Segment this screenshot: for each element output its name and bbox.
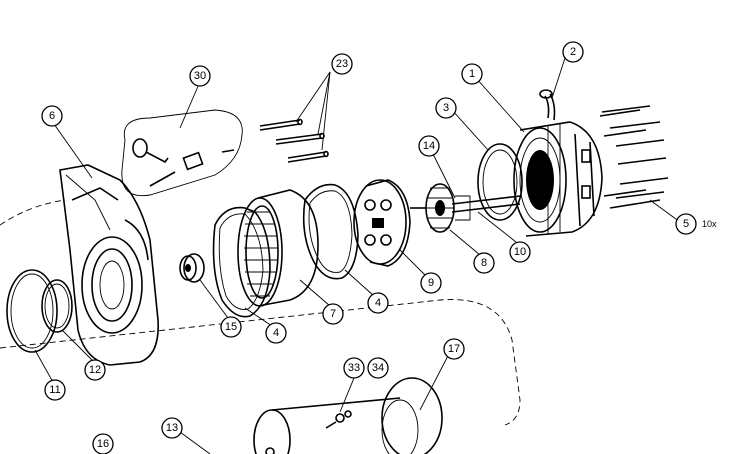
callout-1: 1 xyxy=(461,63,483,85)
callout-16: 16 xyxy=(92,433,114,454)
svg-text:30: 30 xyxy=(194,70,206,82)
callout-12: 12 xyxy=(84,359,106,381)
callout-33: 33 xyxy=(343,357,365,379)
callout-17: 17 xyxy=(443,338,465,360)
dashed-region-lower xyxy=(0,299,521,426)
part-4-gasket-left xyxy=(212,206,271,318)
svg-text:1: 1 xyxy=(469,68,475,80)
svg-text:2: 2 xyxy=(570,46,576,58)
svg-text:5: 5 xyxy=(683,218,689,230)
part-1-motor xyxy=(513,121,603,237)
callout-4-right: 4 xyxy=(367,292,389,314)
part-8-sun-gear xyxy=(410,183,455,233)
svg-text:13: 13 xyxy=(166,422,178,434)
svg-text:17: 17 xyxy=(448,343,460,355)
part-30-group-outline xyxy=(121,109,243,197)
svg-text:12: 12 xyxy=(89,364,101,376)
callout-30: 30 xyxy=(189,65,211,87)
svg-text:6: 6 xyxy=(49,110,55,122)
svg-text:4: 4 xyxy=(273,327,279,339)
callout-3: 3 xyxy=(435,97,457,119)
svg-text:34: 34 xyxy=(372,362,384,374)
callout-11: 11 xyxy=(44,379,66,401)
callout-6: 6 xyxy=(41,105,63,127)
svg-text:33: 33 xyxy=(348,362,360,374)
part-11-ring xyxy=(6,269,58,353)
part-30-hardware xyxy=(132,138,235,187)
part-17-flange xyxy=(381,377,443,454)
svg-text:11: 11 xyxy=(49,384,60,396)
callout-7: 7 xyxy=(322,303,344,325)
part-9-planet-carrier xyxy=(353,179,411,267)
callout-15: 15 xyxy=(220,316,242,338)
svg-text:15: 15 xyxy=(225,321,237,333)
part-12-ring xyxy=(41,279,73,333)
svg-text:14: 14 xyxy=(423,140,435,152)
callout-2: 2 xyxy=(562,41,584,63)
part-3-seal-ring xyxy=(477,143,523,221)
part-14-shaft xyxy=(451,195,521,213)
svg-text:23: 23 xyxy=(336,58,348,70)
svg-text:16: 16 xyxy=(97,438,109,450)
callout-34: 34 xyxy=(367,357,389,379)
svg-text:7: 7 xyxy=(330,308,336,320)
qty-note-10x: 10x xyxy=(702,219,717,229)
callout-23: 23 xyxy=(331,53,353,75)
part-33-34-hardware xyxy=(325,410,352,429)
dashed-region-upper-left xyxy=(0,199,66,226)
leader-lines xyxy=(34,57,681,454)
callout-8: 8 xyxy=(473,252,495,274)
part-2-fitting xyxy=(539,89,556,121)
svg-text:9: 9 xyxy=(428,277,434,289)
part-15-bearing xyxy=(179,253,205,283)
svg-text:10: 10 xyxy=(514,246,526,258)
callout-14: 14 xyxy=(418,135,440,157)
part-23-studs xyxy=(259,118,329,163)
callout-10: 10 xyxy=(509,241,531,263)
part-6-housing xyxy=(59,164,159,366)
part-7-ring-gear-drum xyxy=(237,189,319,307)
part-4-gasket-right xyxy=(302,183,359,280)
part-13-drum xyxy=(253,397,401,454)
part-5-bolts xyxy=(599,105,669,209)
svg-text:3: 3 xyxy=(443,102,449,114)
callout-9: 9 xyxy=(420,272,442,294)
svg-text:8: 8 xyxy=(481,257,487,269)
callout-4-left: 4 xyxy=(265,322,287,344)
callout-13: 13 xyxy=(161,417,183,439)
callout-5: 5 xyxy=(675,213,697,235)
svg-text:4: 4 xyxy=(375,297,381,309)
